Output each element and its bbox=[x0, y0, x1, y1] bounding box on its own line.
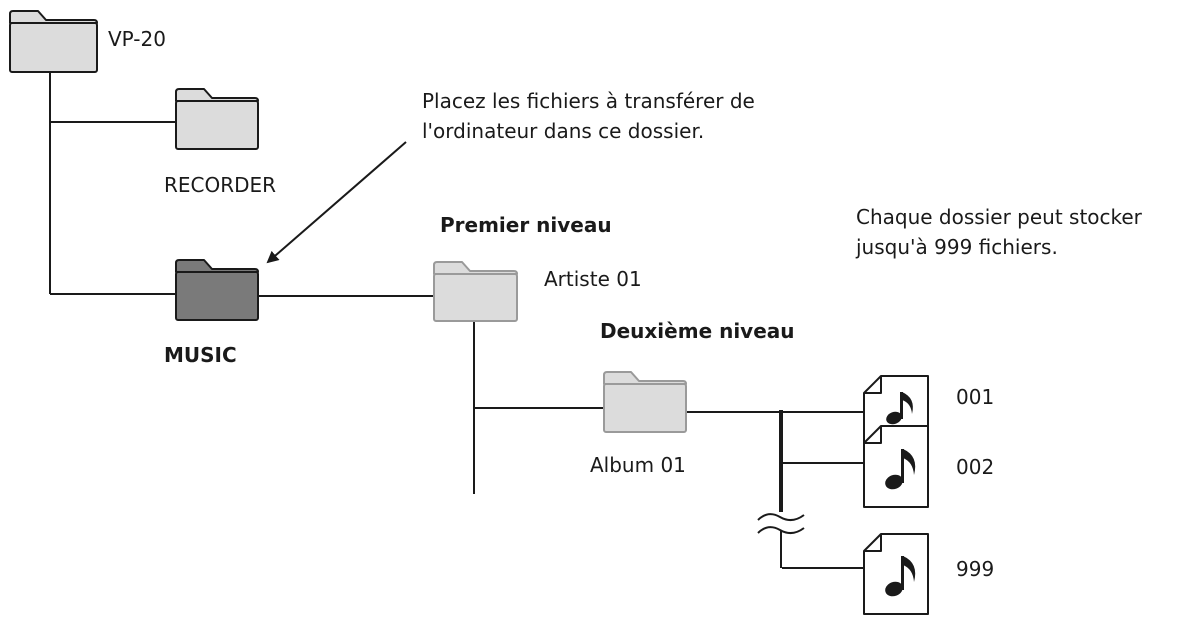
music-note-icon bbox=[885, 449, 916, 490]
recorder-folder-label: RECORDER bbox=[164, 173, 277, 197]
tree-connectors bbox=[49, 72, 864, 569]
folder-icon-music bbox=[175, 259, 259, 321]
second-level-label: Deuxième niveau bbox=[600, 319, 795, 343]
file-label-999: 999 bbox=[956, 557, 995, 581]
music-file-icon-002 bbox=[863, 425, 929, 508]
vp20-folder-label: VP-20 bbox=[108, 27, 166, 51]
transfer-note-line-1: Placez les fichiers à transférer de bbox=[422, 89, 755, 113]
transfer-arrow bbox=[266, 141, 407, 264]
folder-icon-vp20 bbox=[9, 10, 98, 73]
break-marks bbox=[757, 513, 805, 534]
music-file-icon-999 bbox=[863, 533, 929, 615]
folder-icon-album bbox=[603, 371, 687, 433]
capacity-note-line-2: jusqu'à 999 fichiers. bbox=[856, 235, 1058, 259]
capacity-note: Chaque dossier peut stocker jusqu'à 999 … bbox=[856, 202, 1142, 262]
capacity-note-line-1: Chaque dossier peut stocker bbox=[856, 205, 1142, 229]
file-label-001: 001 bbox=[956, 385, 995, 409]
music-note-icon bbox=[885, 556, 916, 597]
folder-icon-artiste bbox=[433, 261, 518, 322]
folder-icon-recorder bbox=[175, 88, 259, 150]
transfer-note: Placez les fichiers à transférer de l'or… bbox=[422, 86, 755, 146]
file-label-002: 002 bbox=[956, 455, 995, 479]
album-folder-label: Album 01 bbox=[590, 453, 686, 477]
music-folder-label: MUSIC bbox=[164, 343, 237, 367]
music-note-icon bbox=[886, 392, 913, 425]
first-level-label: Premier niveau bbox=[440, 213, 612, 237]
transfer-note-line-2: l'ordinateur dans ce dossier. bbox=[422, 119, 705, 143]
artist-folder-label: Artiste 01 bbox=[544, 267, 642, 291]
